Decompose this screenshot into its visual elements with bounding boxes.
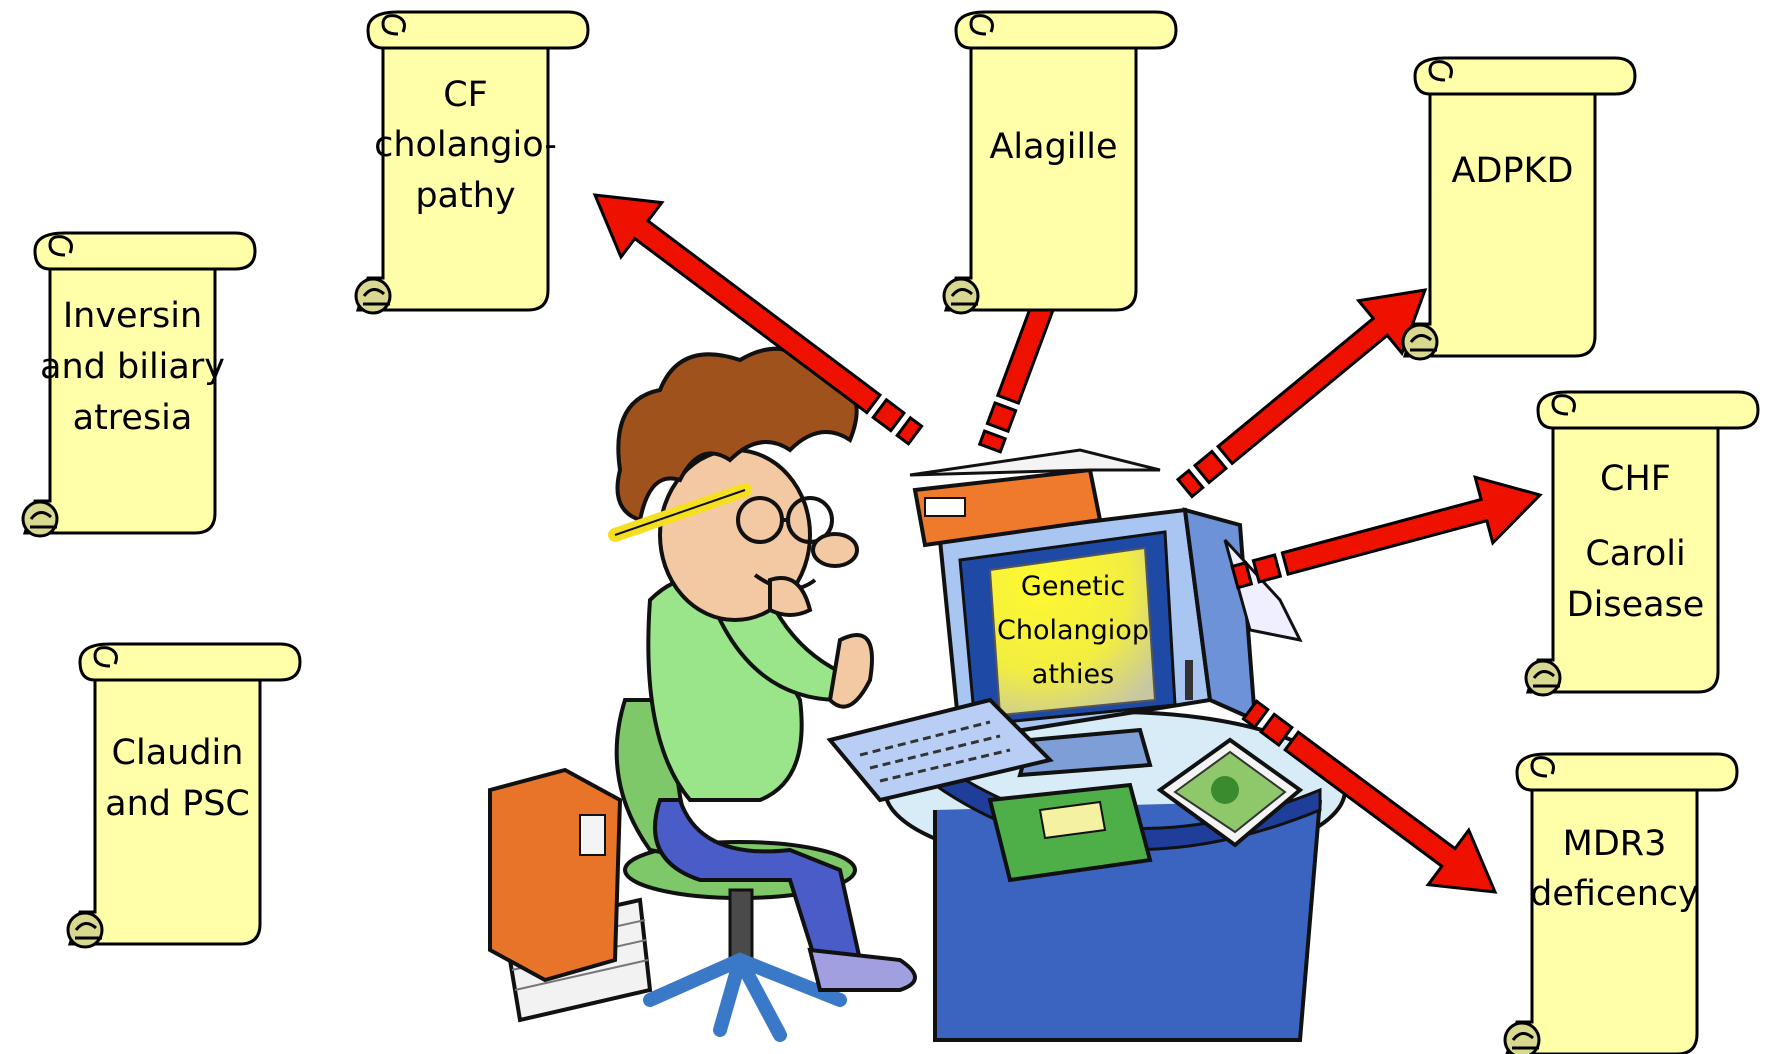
scroll-mdr3-line-2: deficency xyxy=(1530,874,1699,914)
scroll-claudin-line-2: and PSC xyxy=(105,784,250,824)
scroll-cf-line-3: pathy xyxy=(415,176,515,216)
scroll-mdr3-line-1: MDR3 xyxy=(1563,824,1667,864)
researcher-illustration xyxy=(488,346,1347,1042)
scroll-cf: CF cholangio-pathy xyxy=(354,10,590,315)
scroll-chf-line-2: Caroli xyxy=(1585,534,1685,574)
scroll-inversin-line-3: atresia xyxy=(73,398,193,438)
scroll-alagille-line-1: Alagille xyxy=(989,127,1117,167)
scroll-chf-line-1: CHF xyxy=(1600,459,1671,499)
screen-line-3: athies xyxy=(1032,659,1114,690)
screen-label: Genetic Cholangiop athies xyxy=(997,571,1149,690)
scroll-alagille: Alagille xyxy=(942,10,1178,315)
scroll-inversin-line-1: Inversin xyxy=(63,296,202,336)
arrow-to-adpkd xyxy=(1175,288,1428,499)
scroll-inversin-line-2: and biliary xyxy=(40,347,225,387)
scroll-claudin: Claudin and PSC xyxy=(66,642,302,949)
screen-line-1: Genetic xyxy=(1021,571,1125,602)
scroll-adpkd: ADPKD xyxy=(1401,56,1637,361)
scroll-mdr3: MDR3 deficency xyxy=(1503,752,1739,1054)
scroll-claudin-line-1: Claudin xyxy=(112,733,244,773)
scroll-inversin: Inversin and biliary atresia xyxy=(21,231,257,538)
scroll-adpkd-line-1: ADPKD xyxy=(1452,151,1574,191)
scroll-cf-line-1: CF xyxy=(443,75,488,115)
screen-line-2: Cholangiop xyxy=(997,615,1149,646)
scroll-cf-line-2: cholangio- xyxy=(374,125,557,165)
arrow-to-mdr3 xyxy=(1241,699,1498,894)
arrows-layer xyxy=(592,193,1543,894)
scroll-chf-line-3: Disease xyxy=(1567,585,1705,625)
arrow-to-cf xyxy=(592,193,924,446)
arrow-to-chf xyxy=(1230,475,1543,590)
